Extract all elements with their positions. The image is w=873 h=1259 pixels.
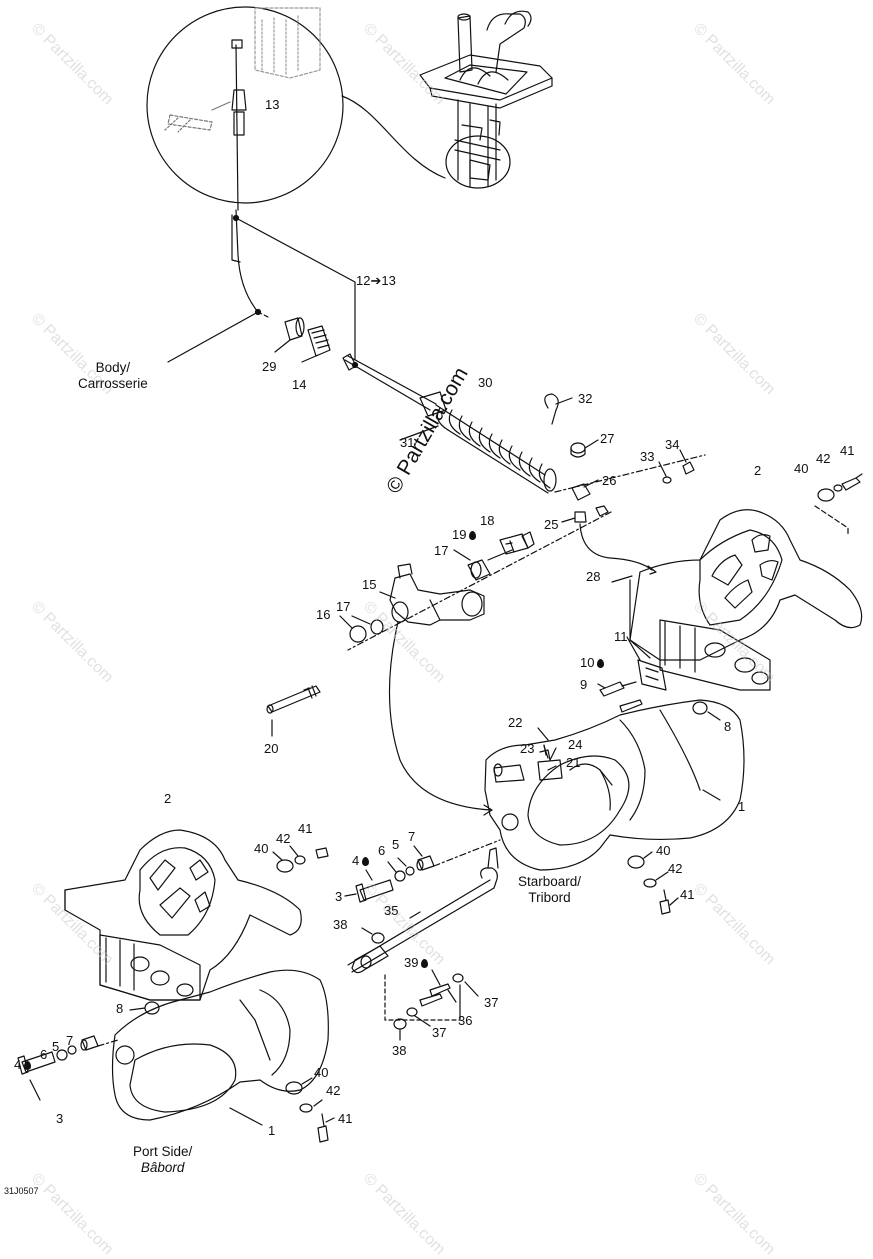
callout-2-lower: 2 [164, 791, 172, 806]
callout-15: 15 [362, 577, 377, 592]
bracket-left [64, 829, 302, 1001]
callout-4-left: 4 [14, 1057, 32, 1072]
callout-20: 20 [264, 741, 279, 756]
callout-40-upper: 40 [794, 461, 809, 476]
caption-starboard-line2: Tribord [528, 889, 571, 905]
bracket-right [611, 509, 863, 691]
callout-41-right: 41 [680, 887, 695, 902]
caption-port: Port Side/ Bâbord [133, 1144, 192, 1175]
callout-42-left: 42 [276, 831, 291, 846]
callout-6-left: 6 [40, 1047, 48, 1062]
callout-26: 26 [602, 473, 617, 488]
callout-42-lower: 42 [326, 1083, 341, 1098]
callout-24: 24 [568, 737, 583, 752]
detail-circle [146, 6, 344, 204]
callout-40-right: 40 [656, 843, 671, 858]
callout-4-center-number: 4 [352, 853, 360, 868]
callout-30: 30 [478, 375, 493, 390]
callout-7-left: 7 [66, 1033, 74, 1048]
callout-39-number: 39 [404, 955, 419, 970]
callout-23: 23 [520, 741, 535, 756]
callout-37-left: 37 [432, 1025, 447, 1040]
oil-drop-icon [24, 1061, 32, 1070]
callout-35: 35 [384, 903, 399, 918]
parts-diagram: © Partzilla.com © Partzilla.com © Partzi… [4, 6, 863, 1258]
callout-19: 19 [452, 527, 477, 542]
callout-10-number: 10 [580, 655, 595, 670]
detail-contents [164, 7, 321, 211]
caption-port-line1: Port Side/ [133, 1144, 193, 1159]
callout-5-center: 5 [392, 837, 400, 852]
detail-circle-small [445, 135, 511, 189]
callout-41-left: 41 [298, 821, 313, 836]
callout-22: 22 [508, 715, 523, 730]
shift-lever-15 [379, 563, 485, 626]
callout-25: 25 [544, 517, 559, 532]
callout-39: 39 [404, 955, 429, 970]
oil-drop-icon [469, 531, 477, 540]
callout-14: 14 [292, 377, 307, 392]
callout-41-lower: 41 [338, 1111, 353, 1126]
callout-31: 31 [400, 435, 415, 450]
callout-9: 9 [580, 677, 588, 692]
callout-32: 32 [578, 391, 593, 406]
callout-37-right: 37 [484, 995, 499, 1010]
callout-27: 27 [600, 431, 615, 446]
callout-8-left: 8 [116, 1001, 124, 1016]
callout-40-lower: 40 [314, 1065, 329, 1080]
callout-4-left-number: 4 [14, 1057, 22, 1072]
shift-cable [235, 209, 259, 313]
callout-17-lower: 17 [336, 599, 351, 614]
callout-6-center: 6 [378, 843, 386, 858]
callout-2-upper: 2 [754, 463, 762, 478]
callout-38-lower: 38 [392, 1043, 407, 1058]
caption-body-line1: Body/ [95, 360, 131, 375]
callout-16: 16 [316, 607, 331, 622]
callout-3-center: 3 [335, 889, 343, 904]
callout-4-center: 4 [352, 853, 370, 868]
oil-drop-icon [362, 857, 370, 866]
handle-starboard [484, 699, 745, 871]
callout-18: 18 [480, 513, 495, 528]
callout-13: 13 [265, 97, 280, 112]
callout-41-upper: 41 [840, 443, 855, 458]
callout-19-number: 19 [452, 527, 467, 542]
callout-36: 36 [458, 1013, 473, 1028]
oil-drop-icon [421, 959, 429, 968]
callout-1-starboard: 1 [738, 799, 746, 814]
callout-21: 21 [566, 755, 581, 770]
callout-10: 10 [580, 655, 605, 670]
shaft-35 [347, 847, 499, 974]
caption-body: Body/ Carrosserie [78, 360, 148, 391]
callout-7-center: 7 [408, 829, 416, 844]
handle-port [111, 969, 329, 1126]
callout-42-right: 42 [668, 861, 683, 876]
callout-38-upper: 38 [333, 917, 348, 932]
callout-29: 29 [262, 359, 277, 374]
callout-33: 33 [640, 449, 655, 464]
callout-17-upper: 17 [434, 543, 449, 558]
caption-port-line2: Bâbord [140, 1159, 185, 1175]
reverse-lever-assembly [419, 10, 553, 187]
callout-8-right: 8 [724, 719, 732, 734]
callout-40-left: 40 [254, 841, 269, 856]
callout-12-to-13: 12➔13 [356, 273, 396, 288]
callout-34: 34 [665, 437, 680, 452]
caption-body-line2: Carrosserie [78, 375, 148, 391]
callout-1-port: 1 [268, 1123, 276, 1138]
diagram-artwork [17, 6, 863, 1143]
callout-42-upper: 42 [816, 451, 831, 466]
callout-28: 28 [586, 569, 601, 584]
caption-starboard-line1: Starboard/ [518, 874, 582, 889]
callout-11: 11 [614, 629, 628, 644]
figure-code: 31J0507 [4, 1186, 39, 1196]
caption-starboard: Starboard/ Tribord [518, 874, 581, 905]
callout-3-left: 3 [56, 1111, 64, 1126]
oil-drop-icon [597, 659, 605, 668]
callout-5-left: 5 [52, 1039, 60, 1054]
boot-bellows [399, 404, 557, 494]
